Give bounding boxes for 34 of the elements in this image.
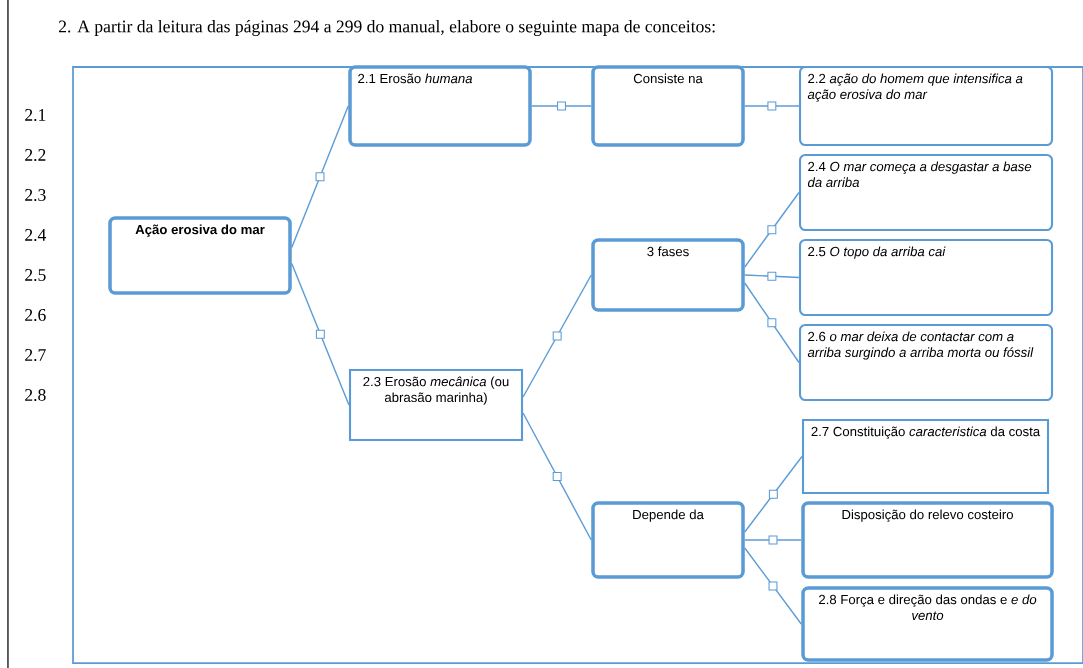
connector [744,455,803,533]
concept-box: 2.5 O topo da arriba cai [798,238,1054,317]
concept-box: Consiste na [591,65,745,147]
connector [522,412,592,541]
connector [744,282,800,364]
connector [744,191,800,268]
connector [291,262,350,406]
item-number: 2.4 [25,229,47,241]
concept-box: Disposição do relevo costeiro [801,501,1054,579]
concept-box: 2.4 O mar começa a desgastar a base da arriba [798,153,1054,232]
connector [744,105,800,107]
item-number: 2.8 [25,389,46,401]
item-number: 2.3 [25,189,46,201]
item-number: 2.5 [25,269,46,281]
connector [744,274,800,279]
item-number: 2.1 [25,109,46,121]
concept-box: 2.3 Erosão mecânica (ou abrasão marinha) [348,368,524,442]
heading: 2. A partir da leitura das páginas 294 a 299 do manual, elabore o seguinte mapa de conceitos: [59,20,715,36]
item-number: 2.6 [25,309,46,321]
concept-box: 2.8 Força e direção das ondas e e do vento [801,586,1054,662]
concept-box: 2.7 Constituição caracteristica da costa [801,418,1050,495]
item-number: 2.2 [25,149,46,161]
connector [531,105,592,107]
connector [522,274,592,398]
concept-box: 2.6 o mar deixa de contactar com a arriba surgindo a arriba morta ou fóssil [798,323,1054,402]
concept-box: Depende da [591,501,745,579]
connector [744,539,802,541]
connector [744,547,802,625]
item-number: 2.7 [25,349,46,361]
connector [291,105,349,249]
concept-box: 3 fases [591,238,745,312]
concept-box: Ação erosiva do mar [108,216,292,295]
concept-box: 2.1 Erosão humana [348,65,532,147]
concept-box: 2.2 ação do homem que intensifica a ação erosiva do mar [798,65,1054,147]
